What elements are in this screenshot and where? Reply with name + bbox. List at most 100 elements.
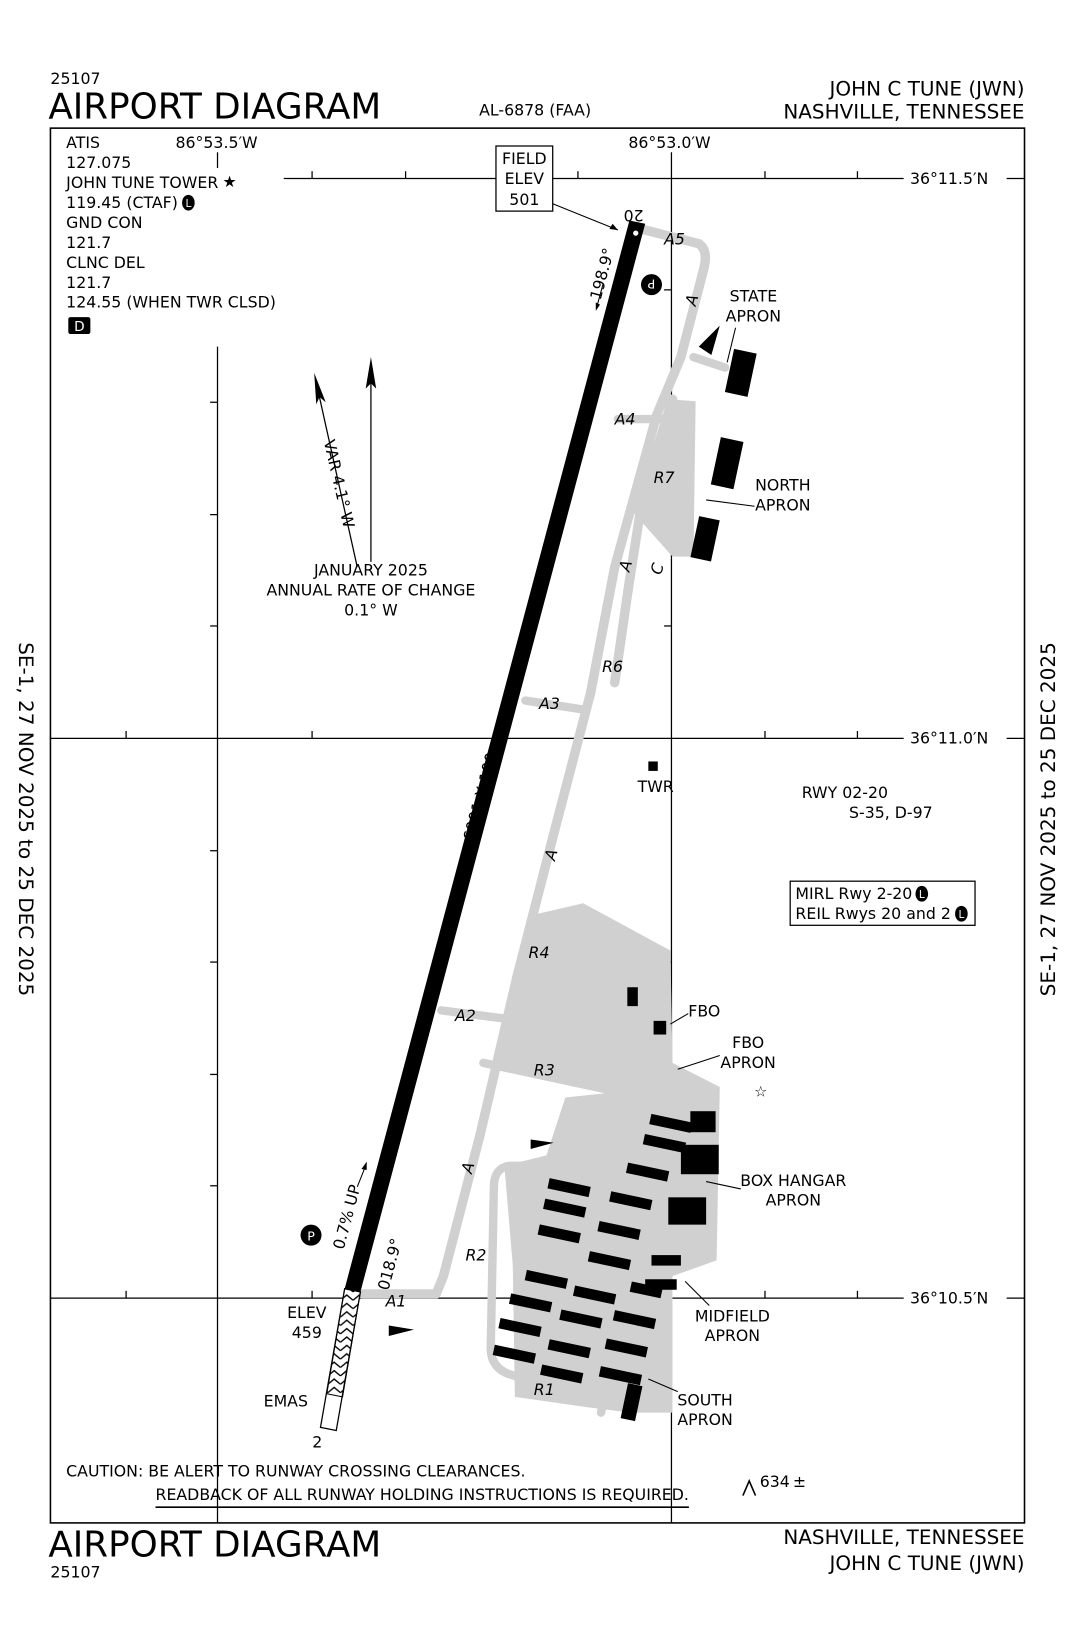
digital-atis-badge-icon [68,317,91,334]
obstacle-icon [742,1478,757,1496]
runway-dimensions: 6001 X 100 [459,750,501,843]
freq-gnd: 121.7 [66,233,111,252]
freq-when-twr-clsd: 124.55 (WHEN TWR CLSD) [66,293,276,312]
svg-text:L: L [958,909,964,921]
svg-text:C: C [646,561,667,577]
svg-text:0.1° W: 0.1° W [344,600,398,619]
svg-text:±: ± [793,1472,806,1491]
footer-title: AIRPORT DIAGRAM [48,1525,381,1566]
obstacle: 634 ± [742,1472,806,1496]
chart-frame [49,127,1026,1524]
freq-tower-label: JOHN TUNE TOWER [65,173,218,192]
freq-gnd-label: GND CON [66,213,142,232]
approach-light-icon [530,1139,554,1150]
frequency-list: ATIS 127.075 JOHN TUNE TOWER ★ 119.45 (C… [65,133,276,335]
svg-text:STATE: STATE [730,286,778,305]
svg-text:R3: R3 [534,1060,555,1079]
runway-elev-label: ELEV [287,1303,327,1322]
svg-text:R1: R1 [534,1380,555,1399]
freq-clnc: 121.7 [66,273,111,292]
svg-text:APRON: APRON [755,495,810,514]
longitude-label-east: 86°53.0′W [628,133,711,152]
fuel-icon [627,987,638,1007]
svg-text:R4: R4 [529,943,550,962]
svg-text:APRON: APRON [726,306,781,325]
runway-end-20: 20 [624,206,644,225]
svg-text:L: L [185,198,191,210]
svg-text:A3: A3 [538,694,560,713]
svg-text:VAR 4.1° W: VAR 4.1° W [320,438,359,530]
svg-text:APRON: APRON [705,1326,760,1345]
effective-dates-left: SE-1, 27 NOV 2025 to 25 DEC 2025 [14,642,38,996]
buildings [492,348,757,1422]
svg-text:FIELD: FIELD [502,149,547,168]
tower-star: ★ [223,172,237,191]
svg-text:L: L [919,889,925,901]
ctaf-lighting-badge: L [182,194,195,211]
svg-text:MIRL Rwy 2-20: MIRL Rwy 2-20 [795,884,912,903]
mirl-lighting-badge: L [915,885,929,902]
svg-text:A: A [457,1160,478,1176]
svg-text:REIL Rwys 20 and 2: REIL Rwys 20 and 2 [795,904,950,923]
airport-name: JOHN C TUNE (JWN) [828,77,1025,101]
svg-text:A: A [681,292,702,308]
field-elevation-box: FIELD ELEV 501 [495,145,619,231]
svg-text:A2: A2 [454,1006,476,1025]
effective-dates-right: SE-1, 27 NOV 2025 to 25 DEC 2025 [1036,642,1060,996]
svg-text:P: P [307,1228,315,1243]
svg-text:501: 501 [509,190,539,209]
runway-heading-2: 018.9° [374,1236,406,1292]
caution-line-1: CAUTION: BE ALERT TO RUNWAY CROSSING CLE… [66,1462,525,1481]
taxiway-labels: A5 A A4 R7 A C R6 A3 A R4 A2 R3 A R2 A1 … [385,230,703,1399]
magnetic-variation: VAR 4.1° W JANUARY 2025 ANNUAL RATE OF C… [266,357,475,619]
latitude-label-north: 36°11.5′N [910,169,988,188]
runway-elev-value: 459 [292,1323,322,1342]
magnetic-north-arrow-icon [314,377,358,568]
runway-info-name: RWY 02-20 [802,783,888,802]
svg-text:A: A [540,847,561,863]
lighting-badge-icon [182,194,195,211]
svg-text:R7: R7 [654,468,675,487]
svg-text:A4: A4 [614,409,636,428]
freq-tower: 119.45 (CTAF) [66,193,178,212]
svg-text:634: 634 [760,1472,790,1491]
footer-airport-name: JOHN C TUNE (JWN) [828,1551,1025,1575]
footer-procedure-number: 25107 [50,1563,100,1582]
airport-location: NASHVILLE, TENNESSEE [783,100,1024,124]
svg-text:APRON: APRON [766,1191,821,1210]
runway-end-2: 2 [312,1432,322,1451]
svg-text:FBO: FBO [732,1033,764,1052]
obstacle-suffix: ± [793,1472,806,1491]
lighting-badge-icon [915,885,929,902]
svg-text:FBO: FBO [688,1002,720,1021]
freq-clnc-label: CLNC DEL [66,253,145,272]
lighting-box: MIRL Rwy 2-20 L REIL Rwys 20 and 2 L [789,880,976,926]
approach-light-icon [698,325,720,355]
emas-label: EMAS [264,1391,308,1410]
reil-lighting-badge: L [955,905,968,922]
beacon-icon: ☆ [754,1084,767,1101]
longitude-label-west: 86°53.5′W [175,133,258,152]
latitude-label-south: 36°10.5′N [910,1288,988,1307]
apron-labels: STATE APRON NORTH APRON FBO FBO APRON BO… [637,286,847,1429]
svg-text:P: P [647,276,655,291]
svg-text:ELEV: ELEV [505,169,545,188]
latitude-label-mid: 36°11.0′N [910,729,988,748]
parking-icon [640,274,662,296]
svg-text:A1: A1 [385,1292,407,1311]
svg-text:JANUARY 2025: JANUARY 2025 [313,561,428,580]
svg-text:ANNUAL RATE OF CHANGE: ANNUAL RATE OF CHANGE [266,581,475,600]
svg-text:R2: R2 [465,1245,486,1264]
star-icon: ★ [223,172,237,191]
tower-label: TWR [637,777,674,796]
svg-text:SOUTH: SOUTH [677,1390,732,1409]
svg-text:A: A [615,558,636,574]
lighting-badge-icon [955,905,968,922]
north-apron-area [630,399,696,557]
footer-location: NASHVILLE, TENNESSEE [783,1525,1024,1549]
page-title: AIRPORT DIAGRAM [48,87,381,128]
svg-text:APRON: APRON [677,1410,732,1429]
svg-text:MIDFIELD: MIDFIELD [695,1306,770,1325]
svg-text:NORTH: NORTH [755,475,810,494]
